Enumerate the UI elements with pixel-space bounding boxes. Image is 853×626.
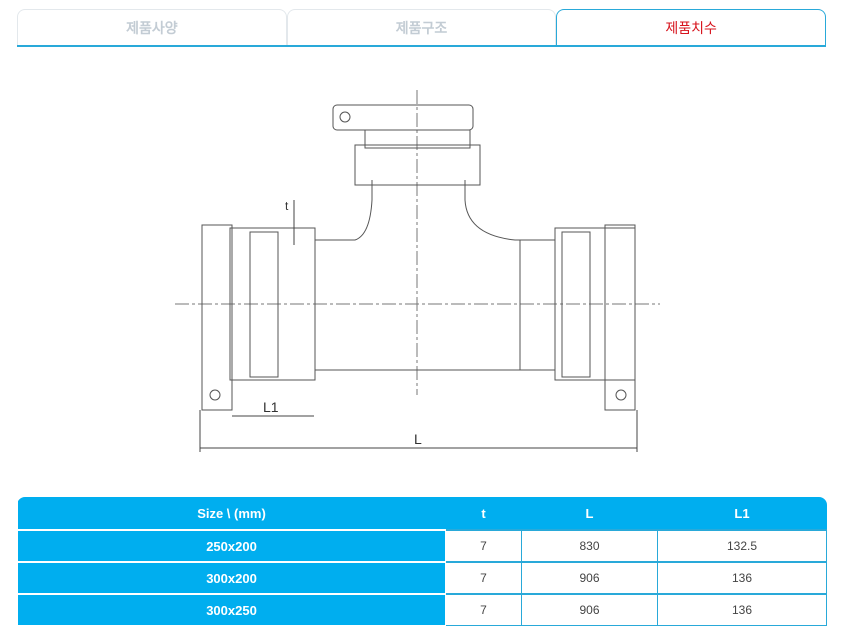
- cell-t: 7: [445, 593, 522, 626]
- cell-t: 7: [445, 561, 522, 595]
- col-L1: L1: [657, 497, 827, 530]
- col-L: L: [521, 497, 658, 530]
- cell-L: 906: [521, 593, 658, 626]
- tee-fitting-drawing: L1 L t: [175, 90, 660, 452]
- cell-L: 906: [521, 561, 658, 595]
- dimensions-table: Size \ (mm) t L L1 250x200 7 830 132.5 3…: [17, 497, 827, 626]
- cell-t: 7: [445, 529, 522, 563]
- cell-size: 250x200: [17, 529, 446, 563]
- label-L1: L1: [263, 399, 279, 415]
- cell-L1: 136: [657, 561, 827, 595]
- table-row: 250x200 7 830 132.5: [17, 529, 827, 563]
- label-L: L: [414, 431, 422, 447]
- dimension-lines: [199, 200, 638, 452]
- centerlines: [175, 90, 660, 395]
- tab-product-spec[interactable]: 제품사양: [17, 9, 287, 45]
- cell-size: 300x250: [17, 593, 446, 626]
- cell-L1: 136: [657, 593, 827, 626]
- tab-product-dimensions[interactable]: 제품치수: [556, 9, 827, 45]
- table-header: Size \ (mm) t L L1: [17, 497, 827, 530]
- table-row: 300x250 7 906 136: [17, 593, 827, 626]
- tab-bar: 제품사양 제품구조 제품치수: [17, 9, 827, 47]
- cell-L: 830: [521, 529, 658, 563]
- col-t: t: [445, 497, 522, 530]
- label-t: t: [285, 199, 289, 213]
- table-row: 300x200 7 906 136: [17, 561, 827, 595]
- col-size: Size \ (mm): [17, 497, 446, 530]
- tee-body: [201, 104, 636, 411]
- tab-product-structure[interactable]: 제품구조: [286, 9, 557, 45]
- cell-L1: 132.5: [657, 529, 827, 563]
- cell-size: 300x200: [17, 561, 446, 595]
